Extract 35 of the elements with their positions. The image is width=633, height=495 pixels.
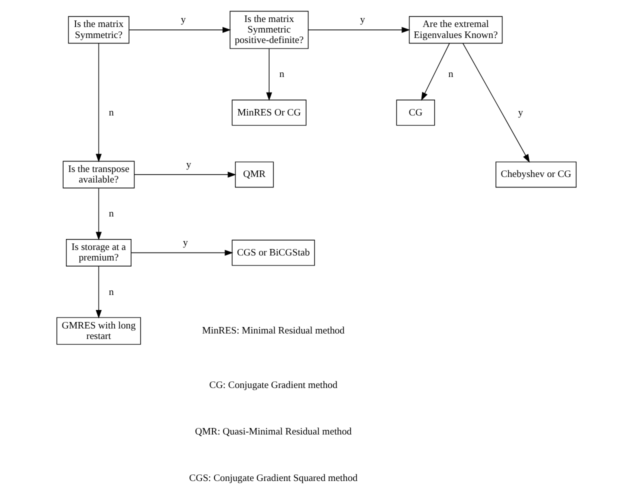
arrow [266, 48, 272, 101]
edge-label: n [448, 69, 454, 80]
edge-label: y [183, 238, 188, 249]
edge-label: y [360, 14, 366, 26]
edge-label: n [108, 108, 114, 119]
label: CGS: Conjugate Gradient Squared method [189, 473, 358, 484]
node-box: Is the matrix Symmetric positive-definite? [230, 10, 309, 49]
arrow [96, 42, 102, 162]
node-box: Is the transpose available? [62, 160, 135, 188]
edge-label: n [279, 69, 284, 80]
label: MinRES: Minimal Residual method [202, 326, 345, 337]
label: QMR: Quasi-Minimal Residual method [195, 426, 352, 438]
node-box: QMR [234, 162, 274, 188]
node-box: Is storage at a premium? [66, 239, 132, 267]
node-box: CG [396, 100, 435, 126]
arrow [462, 42, 530, 163]
label: CG: Conjugate Gradient method [209, 380, 338, 392]
arrow [130, 250, 234, 256]
node-box: Are the extremal Eigenvalues Known? [408, 16, 503, 44]
arrow [421, 42, 450, 101]
arrow [96, 188, 102, 240]
node-box: GMRES with long restart [56, 317, 141, 345]
arrow [128, 26, 231, 33]
arrow [134, 172, 236, 178]
edge-label: y [186, 159, 192, 170]
node-box: MinRES Or CG [232, 100, 306, 126]
node-box: Is the matrix Symmetric? [68, 16, 130, 44]
arrow [96, 266, 102, 318]
node-box: CGS or BiCGStab [232, 240, 315, 266]
node-box: Chebyshev or CG [496, 162, 577, 188]
edge-label: y [180, 14, 186, 26]
edge-label: y [518, 108, 524, 119]
arrow [308, 26, 410, 33]
edge-label: n [108, 208, 114, 220]
edge-label: n [108, 286, 114, 298]
